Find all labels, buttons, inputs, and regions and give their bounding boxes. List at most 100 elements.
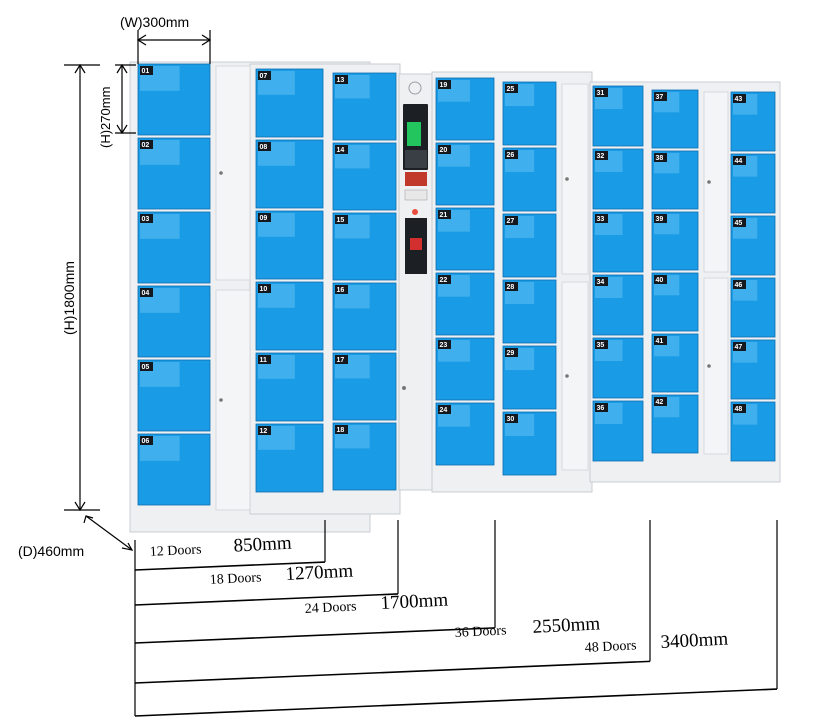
config-width: 3400mm xyxy=(660,628,729,653)
locker-door[interactable]: 22 xyxy=(435,272,495,336)
door-number-badge xyxy=(505,216,518,225)
door-number: 36 xyxy=(597,405,605,412)
locker-door[interactable]: 41 xyxy=(651,333,699,393)
door-number-badge xyxy=(733,342,746,351)
door-number-badge xyxy=(654,92,667,101)
door-number: 26 xyxy=(507,152,515,159)
locker-door[interactable]: 38 xyxy=(651,150,699,210)
locker-door[interactable]: 07 xyxy=(255,68,324,138)
locker-door[interactable]: 28 xyxy=(502,279,557,344)
door-number: 01 xyxy=(142,68,150,75)
locker-door[interactable]: 18 xyxy=(332,422,397,491)
locker-door[interactable]: 03 xyxy=(137,211,211,284)
door-number: 33 xyxy=(597,216,605,223)
locker-door[interactable]: 08 xyxy=(255,139,324,209)
locker-door[interactable]: 23 xyxy=(435,337,495,401)
side-door-panel xyxy=(561,281,589,471)
locker-door[interactable]: 32 xyxy=(592,148,644,210)
door-number-badge xyxy=(335,355,348,364)
locker-door[interactable]: 12 xyxy=(255,423,324,493)
door-number-badge xyxy=(505,414,518,423)
card-reader xyxy=(405,172,427,186)
locker-door[interactable]: 27 xyxy=(502,213,557,278)
depth-label: (D)460mm xyxy=(18,543,84,559)
door-number-badge xyxy=(654,153,667,162)
locker-door[interactable]: 43 xyxy=(730,91,776,152)
locker-door[interactable]: 05 xyxy=(137,359,211,432)
locker-door[interactable]: 33 xyxy=(592,211,644,273)
locker-door[interactable]: 40 xyxy=(651,272,699,332)
door-number-badge xyxy=(733,94,746,103)
locker-door[interactable]: 24 xyxy=(435,402,495,466)
locker-door[interactable]: 31 xyxy=(592,85,644,147)
locker-door[interactable]: 15 xyxy=(332,212,397,281)
locker-door[interactable]: 16 xyxy=(332,282,397,351)
door-number-badge xyxy=(335,145,348,154)
speaker-icon xyxy=(408,81,422,95)
locker-door[interactable]: 35 xyxy=(592,337,644,399)
keypad xyxy=(405,150,427,168)
locker-door[interactable]: 48 xyxy=(730,401,776,462)
door-number-badge xyxy=(140,362,153,371)
door-number: 07 xyxy=(260,73,268,80)
door-number: 31 xyxy=(597,90,605,97)
locker-door[interactable]: 19 xyxy=(435,77,495,141)
config-width: 1270mm xyxy=(285,560,354,585)
locker-door[interactable]: 14 xyxy=(332,142,397,211)
door-number: 17 xyxy=(337,357,345,364)
locker-door[interactable]: 36 xyxy=(592,400,644,462)
locker-door[interactable]: 25 xyxy=(502,81,557,146)
door-number-badge xyxy=(438,340,451,349)
locker-door[interactable]: 37 xyxy=(651,89,699,149)
door-number-badge xyxy=(335,425,348,434)
door-number-badge xyxy=(335,215,348,224)
door-number-badge xyxy=(438,145,451,154)
locker-door[interactable]: 06 xyxy=(137,433,211,506)
door-number: 34 xyxy=(597,279,605,286)
locker-door[interactable]: 09 xyxy=(255,210,324,280)
lock-keyhole xyxy=(219,171,223,175)
locker-door[interactable]: 04 xyxy=(137,285,211,358)
locker-door[interactable]: 01 xyxy=(137,63,211,136)
door-number: 15 xyxy=(337,217,345,224)
locker-door[interactable]: 30 xyxy=(502,411,557,476)
locker-door[interactable]: 11 xyxy=(255,352,324,422)
door-number: 44 xyxy=(735,158,743,165)
locker-door[interactable]: 46 xyxy=(730,277,776,338)
locker-door[interactable]: 47 xyxy=(730,339,776,400)
door-number-badge xyxy=(140,140,153,149)
door-number-badge xyxy=(733,156,746,165)
locker-door[interactable]: 45 xyxy=(730,215,776,276)
door-number-badge xyxy=(438,210,451,219)
door-number-badge xyxy=(733,218,746,227)
locker-door[interactable]: 34 xyxy=(592,274,644,336)
door-number-badge xyxy=(140,436,153,445)
indicator-light xyxy=(412,209,418,215)
door-number-badge xyxy=(140,66,153,75)
door-number-badge xyxy=(654,275,667,284)
door-number: 09 xyxy=(260,215,268,222)
locker-door[interactable]: 20 xyxy=(435,142,495,206)
door-number: 21 xyxy=(440,212,448,219)
locker-door[interactable]: 39 xyxy=(651,211,699,271)
door-number-badge xyxy=(595,151,608,160)
width-bracket xyxy=(134,593,399,606)
locker-door[interactable]: 10 xyxy=(255,281,324,351)
locker-door[interactable]: 29 xyxy=(502,345,557,410)
locker-door[interactable]: 02 xyxy=(137,137,211,210)
locker-door[interactable]: 42 xyxy=(651,394,699,454)
door-number: 25 xyxy=(507,86,515,93)
locker-door[interactable]: 44 xyxy=(730,153,776,214)
door-number: 05 xyxy=(142,364,150,371)
locker-door[interactable]: 21 xyxy=(435,207,495,271)
door-number: 12 xyxy=(260,428,268,435)
locker-door[interactable]: 26 xyxy=(502,147,557,212)
door-number-badge xyxy=(258,142,271,151)
locker-door[interactable]: 13 xyxy=(332,72,397,141)
door-number-badge xyxy=(258,71,271,80)
locker-door[interactable]: 17 xyxy=(332,352,397,421)
door-count: 12 Doors xyxy=(149,542,201,560)
door-number: 22 xyxy=(440,277,448,284)
